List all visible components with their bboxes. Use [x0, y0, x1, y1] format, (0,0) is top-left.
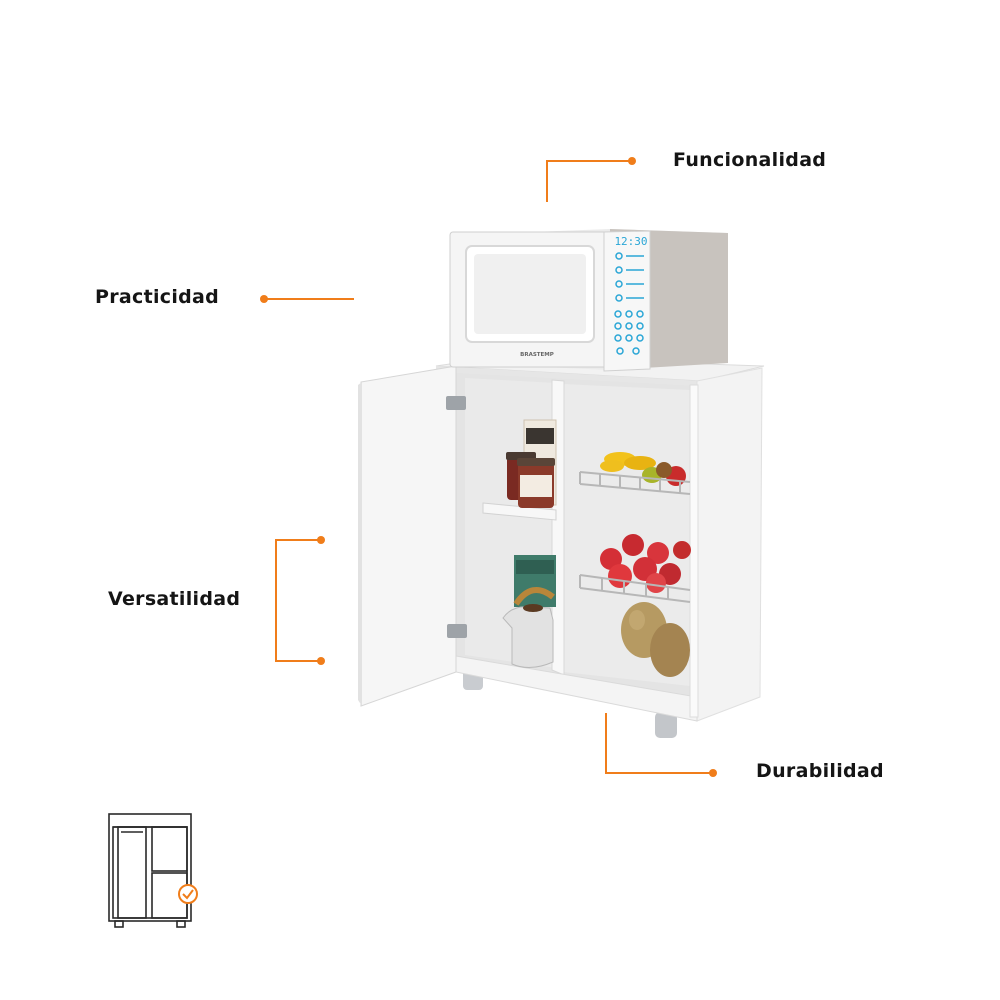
feature-label-durabilidad: Durabilidad — [756, 760, 884, 782]
cabinet-leg — [655, 712, 677, 738]
feature-label-practicidad: Practicidad — [95, 286, 220, 308]
callout-funcionalidad — [546, 157, 636, 202]
cabinet — [358, 356, 765, 738]
door-hinge — [447, 624, 467, 638]
door-hinge — [446, 396, 466, 410]
callout-versatilidad — [275, 536, 325, 665]
callout-durabilidad — [605, 713, 717, 777]
microwave-display: 12:30 — [614, 235, 647, 248]
feature-label-versatilidad: Versatilidad — [108, 588, 241, 610]
callout-practicidad — [260, 295, 354, 303]
pantry-items — [502, 419, 557, 668]
check-icon — [182, 889, 194, 900]
cabinet-door — [360, 365, 457, 707]
melons — [621, 602, 690, 677]
upper-fruit-basket — [579, 452, 691, 495]
microwave: 12:30 BRASTEMP — [449, 229, 728, 372]
lower-fruit-basket — [579, 534, 691, 603]
cabinet-icon — [108, 813, 192, 928]
feature-label-funcionalidad: Funcionalidad — [673, 149, 827, 171]
microwave-brand: BRASTEMP — [520, 352, 554, 358]
check-badge — [178, 884, 198, 904]
